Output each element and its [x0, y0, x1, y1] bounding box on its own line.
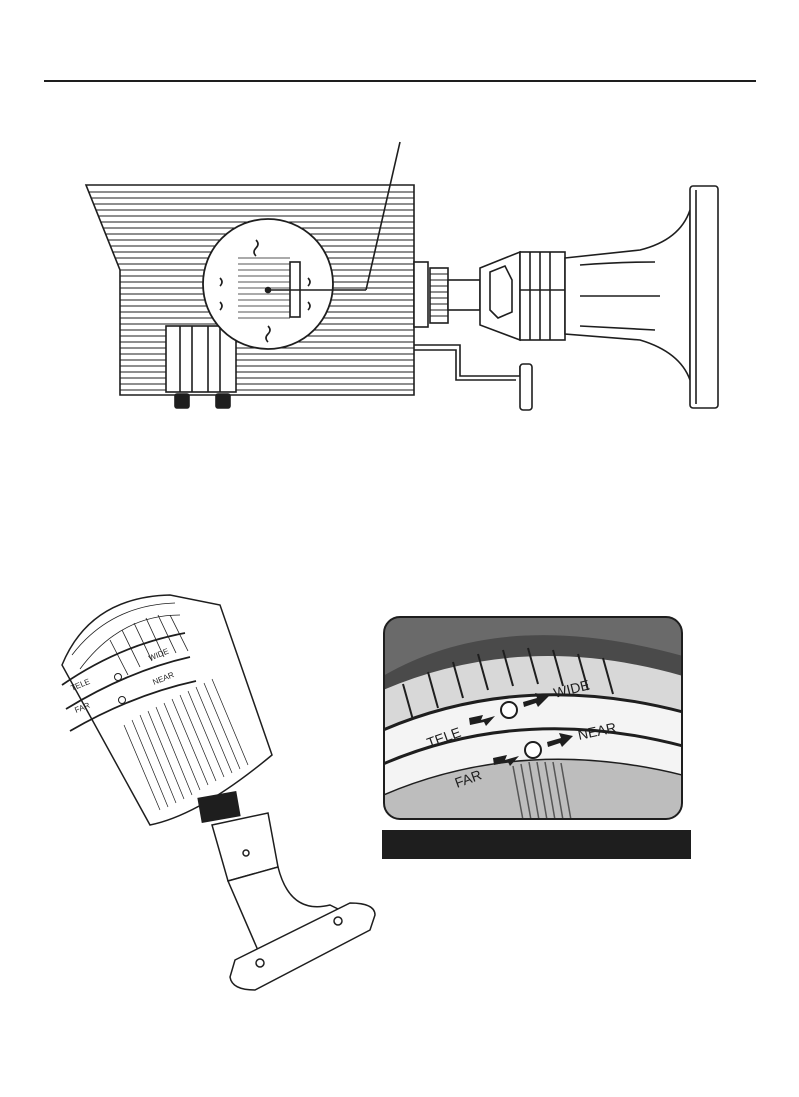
zoom-screw-icon — [501, 702, 517, 718]
focus-screw-icon — [525, 742, 541, 758]
header-rule — [44, 80, 756, 82]
camera-angled-illustration: TELE WIDE FAR NEAR — [50, 585, 385, 995]
lens-ring-closeup-illustration: TELE WIDE FAR NEAR — [383, 616, 683, 820]
caption-bar — [382, 830, 691, 859]
camera-side-view-illustration — [80, 140, 730, 415]
